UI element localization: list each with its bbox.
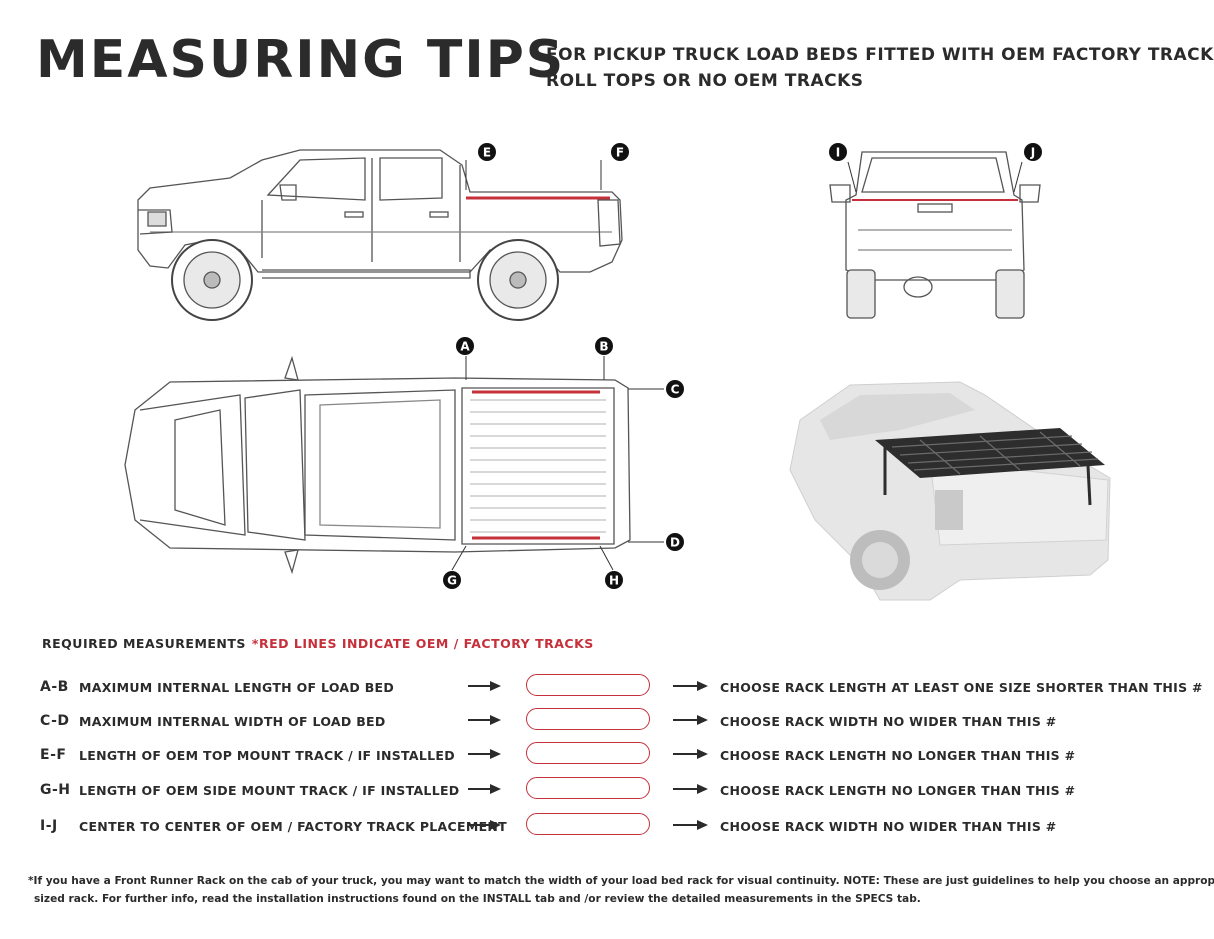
subtitle-line-1: FOR PICKUP TRUCK LOAD BEDS FITTED WITH O… <box>546 45 1214 65</box>
page-subtitle: FOR PICKUP TRUCK LOAD BEDS FITTED WITH O… <box>546 42 1214 94</box>
marker-e: E <box>478 143 496 161</box>
row-result: CHOOSE RACK WIDTH NO WIDER THAN THIS # <box>720 714 1057 729</box>
footnote-line-2: sized rack. For further info, read the i… <box>34 893 921 905</box>
measurement-row-ij: I-J CENTER TO CENTER OF OEM / FACTORY TR… <box>0 813 1214 839</box>
arrow-right-icon <box>468 715 501 725</box>
row-label: MAXIMUM INTERNAL WIDTH OF LOAD BED <box>79 714 386 729</box>
footnote-line-1: *If you have a Front Runner Rack on the … <box>28 875 1214 887</box>
measurement-input-gh[interactable] <box>526 777 650 799</box>
truck-with-rack-photo <box>789 381 1111 601</box>
svg-text:D: D <box>670 536 680 550</box>
measurement-row-cd: C-D MAXIMUM INTERNAL WIDTH OF LOAD BED C… <box>0 708 1214 734</box>
svg-text:H: H <box>609 574 619 588</box>
arrow-right-icon <box>468 784 501 794</box>
row-result: CHOOSE RACK LENGTH NO LONGER THAN THIS # <box>720 783 1076 798</box>
subtitle-line-2: ROLL TOPS OR NO OEM TRACKS <box>546 71 864 91</box>
marker-b: B <box>595 337 613 355</box>
page-title: MEASURING TIPS <box>36 30 566 90</box>
truck-illustrations: E F I J A B C D G H <box>124 143 1111 601</box>
marker-d: D <box>666 533 684 551</box>
row-result: CHOOSE RACK LENGTH AT LEAST ONE SIZE SHO… <box>720 680 1203 695</box>
measurement-row-gh: G-H LENGTH OF OEM SIDE MOUNT TRACK / IF … <box>0 777 1214 803</box>
row-code: G-H <box>40 782 71 798</box>
measurement-row-ab: A-B MAXIMUM INTERNAL LENGTH OF LOAD BED … <box>0 674 1214 700</box>
footnote: *If you have a Front Runner Rack on the … <box>28 872 1214 908</box>
svg-text:I: I <box>836 146 840 160</box>
svg-text:B: B <box>599 340 608 354</box>
arrow-right-icon <box>468 681 501 691</box>
row-label: CENTER TO CENTER OF OEM / FACTORY TRACK … <box>79 819 507 834</box>
row-result: CHOOSE RACK WIDTH NO WIDER THAN THIS # <box>720 819 1057 834</box>
row-code: E-F <box>40 747 67 763</box>
marker-f: F <box>611 143 629 161</box>
measurement-row-ef: E-F LENGTH OF OEM TOP MOUNT TRACK / IF I… <box>0 742 1214 768</box>
truck-top-view-illustration <box>124 355 631 575</box>
required-measurements-title: REQUIRED MEASUREMENTS <box>42 636 246 651</box>
row-code: A-B <box>40 679 69 695</box>
required-measurements-heading: REQUIRED MEASUREMENTS *RED LINES INDICATE… <box>42 636 594 651</box>
row-label: LENGTH OF OEM SIDE MOUNT TRACK / IF INST… <box>79 783 460 798</box>
row-code: C-D <box>40 713 70 729</box>
marker-j: J <box>1024 143 1042 161</box>
marker-c: C <box>666 380 684 398</box>
svg-text:C: C <box>671 383 680 397</box>
marker-g: G <box>443 571 461 589</box>
svg-text:A: A <box>460 340 470 354</box>
measurement-input-ij[interactable] <box>526 813 650 835</box>
marker-i: I <box>829 143 847 161</box>
marker-a: A <box>456 337 474 355</box>
svg-text:J: J <box>1030 146 1035 160</box>
measurement-input-ab[interactable] <box>526 674 650 696</box>
row-label: MAXIMUM INTERNAL LENGTH OF LOAD BED <box>79 680 395 695</box>
row-result: CHOOSE RACK LENGTH NO LONGER THAN THIS # <box>720 748 1076 763</box>
svg-text:G: G <box>447 574 457 588</box>
row-label: LENGTH OF OEM TOP MOUNT TRACK / IF INSTA… <box>79 748 455 763</box>
svg-text:F: F <box>616 146 624 160</box>
arrow-right-icon <box>673 749 708 759</box>
row-code: I-J <box>40 818 58 834</box>
measurement-input-ef[interactable] <box>526 742 650 764</box>
arrow-right-icon <box>673 715 708 725</box>
arrow-right-icon <box>673 681 708 691</box>
svg-text:E: E <box>483 146 491 160</box>
red-lines-note: *RED LINES INDICATE OEM / FACTORY TRACKS <box>251 636 594 651</box>
arrow-right-icon <box>468 820 501 830</box>
truck-side-view-illustration <box>137 149 623 321</box>
truck-rear-view-illustration <box>829 151 1041 319</box>
marker-h: H <box>605 571 623 589</box>
arrow-right-icon <box>468 749 501 759</box>
arrow-right-icon <box>673 784 708 794</box>
measurement-input-cd[interactable] <box>526 708 650 730</box>
arrow-right-icon <box>673 820 708 830</box>
